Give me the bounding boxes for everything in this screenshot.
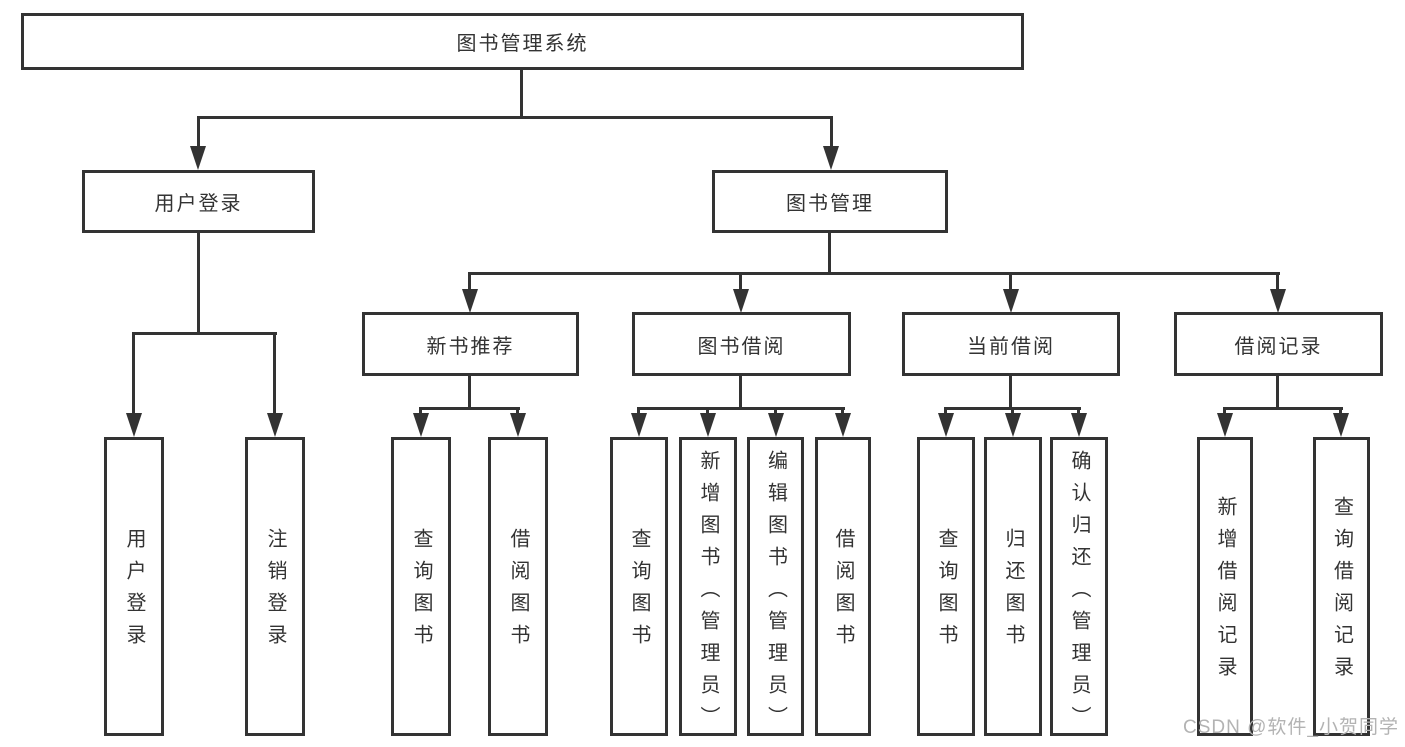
arrowhead-to-book-borrowing: [733, 289, 749, 313]
arrowhead-to-leaf-query-current: [938, 413, 954, 437]
leaf-logout: 注销登录: [245, 437, 305, 736]
arrowhead-to-leaf-logout: [267, 413, 283, 437]
leaf-borrow-books-recommend: 借阅图书: [488, 437, 548, 736]
connector-login-vline: [197, 233, 200, 334]
csdn-watermark: CSDN @软件_小贺同学: [1183, 717, 1399, 738]
connector-mgmt-hline: [468, 272, 1280, 275]
arrowhead-to-leaf-add-record: [1217, 413, 1233, 437]
connector-root-hline: [197, 116, 833, 119]
arrowhead-to-borrow-records: [1270, 289, 1286, 313]
leaf-add-books-admin: 新增图书（管理员）: [679, 437, 737, 738]
arrowhead-to-leaf-return-books: [1005, 413, 1021, 437]
connector-records-vline: [1276, 376, 1279, 409]
leaf-add-borrow-record: 新增借阅记录: [1197, 437, 1253, 736]
arrowhead-to-leaf-user-login: [126, 413, 142, 437]
arrowhead-to-leaf-borrow-recommend: [510, 413, 526, 437]
connector-root-drop-right: [830, 116, 833, 150]
connector-recommend-vline: [468, 376, 471, 409]
connector-mgmt-drop-2: [739, 272, 742, 292]
connector-recommend-hline: [419, 407, 520, 410]
connector-root-drop-left: [197, 116, 200, 150]
connector-records-hline: [1223, 407, 1343, 410]
connector-current-drop-1: [944, 407, 947, 416]
leaf-borrow-books: 借阅图书: [815, 437, 871, 736]
leaf-query-books-current: 查询图书: [917, 437, 975, 736]
arrowhead-to-leaf-borrow-books: [835, 413, 851, 437]
connector-current-drop-3: [1077, 407, 1080, 416]
leaf-return-books: 归还图书: [984, 437, 1042, 736]
connector-current-drop-2: [1011, 407, 1014, 416]
connector-login-hline: [132, 332, 277, 335]
arrowhead-to-leaf-query-borrowing: [631, 413, 647, 437]
connector-mgmt-vline: [828, 233, 831, 274]
arrowhead-to-new-book-recommend: [462, 289, 478, 313]
connector-recommend-drop-1: [419, 407, 422, 416]
connector-borrowing-hline: [637, 407, 845, 410]
connector-current-vline: [1009, 376, 1012, 409]
leaf-query-books-recommend: 查询图书: [391, 437, 451, 736]
arrowhead-to-leaf-add-books: [700, 413, 716, 437]
arrowhead-to-current-borrowing: [1003, 289, 1019, 313]
connector-borrowing-vline: [739, 376, 742, 409]
leaf-query-books-borrowing: 查询图书: [610, 437, 668, 736]
connector-borrowing-drop-1: [637, 407, 640, 416]
connector-mgmt-drop-1: [468, 272, 471, 292]
connector-root-vline: [520, 70, 523, 117]
leaf-edit-books-admin: 编辑图书（管理员）: [747, 437, 804, 738]
connector-records-drop-1: [1223, 407, 1226, 416]
leaf-confirm-return-admin: 确认归还（管理员）: [1050, 437, 1108, 738]
connector-borrowing-drop-4: [841, 407, 844, 416]
arrowhead-to-leaf-query-record: [1333, 413, 1349, 437]
connector-borrowing-drop-2: [706, 407, 709, 416]
node-user-login: 用户登录: [82, 170, 315, 233]
connector-mgmt-drop-3: [1009, 272, 1012, 292]
node-current-borrowing: 当前借阅: [902, 312, 1120, 376]
node-new-book-recommend: 新书推荐: [362, 312, 579, 376]
node-book-management: 图书管理: [712, 170, 948, 233]
arrowhead-to-leaf-edit-books: [768, 413, 784, 437]
arrowhead-to-user-login: [190, 146, 206, 170]
node-root-library-system: 图书管理系统: [21, 13, 1024, 70]
connector-mgmt-drop-4: [1276, 272, 1279, 292]
connector-login-drop-left: [132, 332, 135, 415]
connector-records-drop-2: [1339, 407, 1342, 416]
node-book-borrowing: 图书借阅: [632, 312, 851, 376]
arrowhead-to-leaf-confirm-return: [1071, 413, 1087, 437]
leaf-query-borrow-record: 查询借阅记录: [1313, 437, 1370, 736]
arrowhead-to-book-management: [823, 146, 839, 170]
arrowhead-to-leaf-query-recommend: [413, 413, 429, 437]
leaf-user-login: 用户登录: [104, 437, 164, 736]
connector-borrowing-drop-3: [774, 407, 777, 416]
connector-recommend-drop-2: [516, 407, 519, 416]
node-borrow-records: 借阅记录: [1174, 312, 1383, 376]
connector-login-drop-right: [273, 332, 276, 415]
